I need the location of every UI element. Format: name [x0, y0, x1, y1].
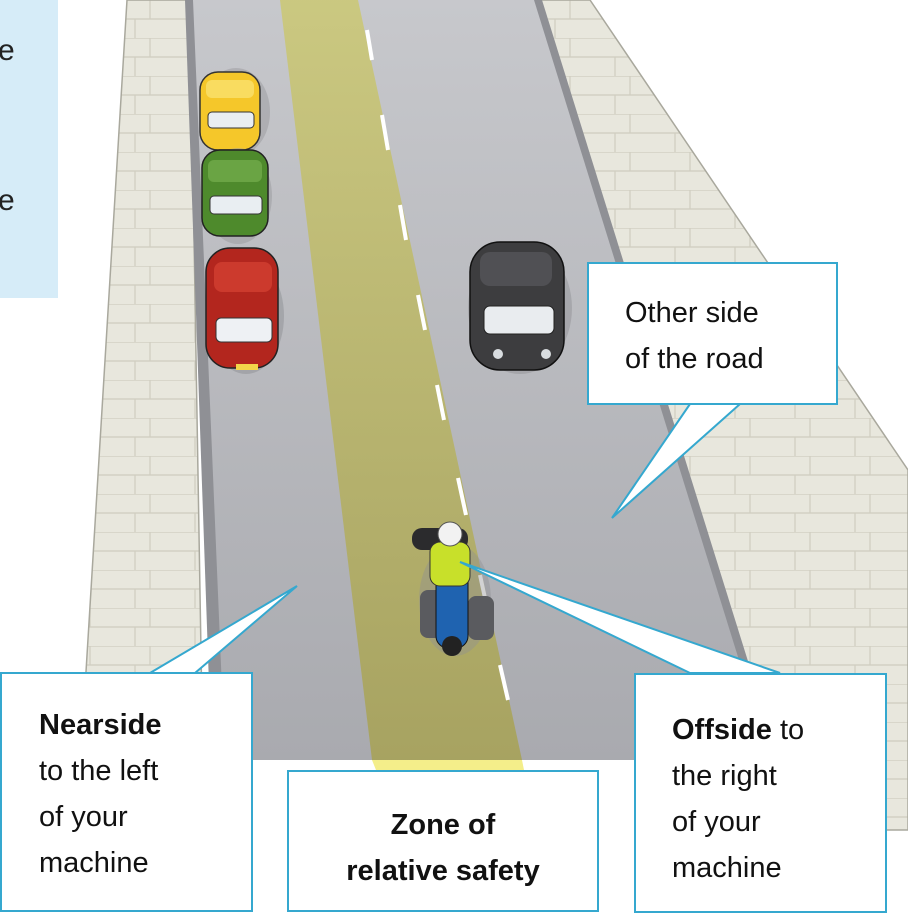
- callout-zone-line2: relative safety: [346, 855, 540, 887]
- centre-line: [365, 29, 510, 701]
- callout-offside-line3: machine: [672, 852, 782, 884]
- callout-nearside-line2: of your: [39, 801, 128, 833]
- callout-other-side: Other side of the road: [587, 262, 838, 405]
- callout-other-side-line2: of the road: [625, 343, 764, 375]
- callout-nearside-title: Nearside: [39, 709, 162, 741]
- info-panel-text-fragment: e: [0, 34, 15, 67]
- green-car: [201, 148, 272, 244]
- callout-other-side-line1: Other side: [625, 297, 759, 329]
- callout-offside-title: Offside: [672, 714, 772, 746]
- callout-offside-title-rest: to: [771, 714, 805, 746]
- callout-offside-line1: the right: [672, 760, 777, 792]
- motorcycle: [412, 521, 494, 656]
- info-panel: e e: [0, 0, 58, 298]
- dark-grey-car: [468, 241, 572, 374]
- callout-offside-line2: of your: [672, 806, 761, 838]
- callout-zone: Zone of relative safety: [287, 770, 599, 912]
- safety-zone-edge: [372, 760, 524, 770]
- callout-pointers: [146, 403, 781, 674]
- callout-nearside-line1: to the left: [39, 755, 159, 787]
- info-panel-text-fragment: e: [0, 184, 15, 217]
- callout-offside: Offside to the right of your machine: [634, 673, 887, 913]
- callout-nearside: Nearside to the left of your machine: [0, 672, 253, 912]
- callout-nearside-line3: machine: [39, 847, 149, 879]
- yellow-car: [199, 68, 270, 156]
- red-car: [205, 247, 284, 374]
- callout-zone-line1: Zone of: [390, 809, 496, 841]
